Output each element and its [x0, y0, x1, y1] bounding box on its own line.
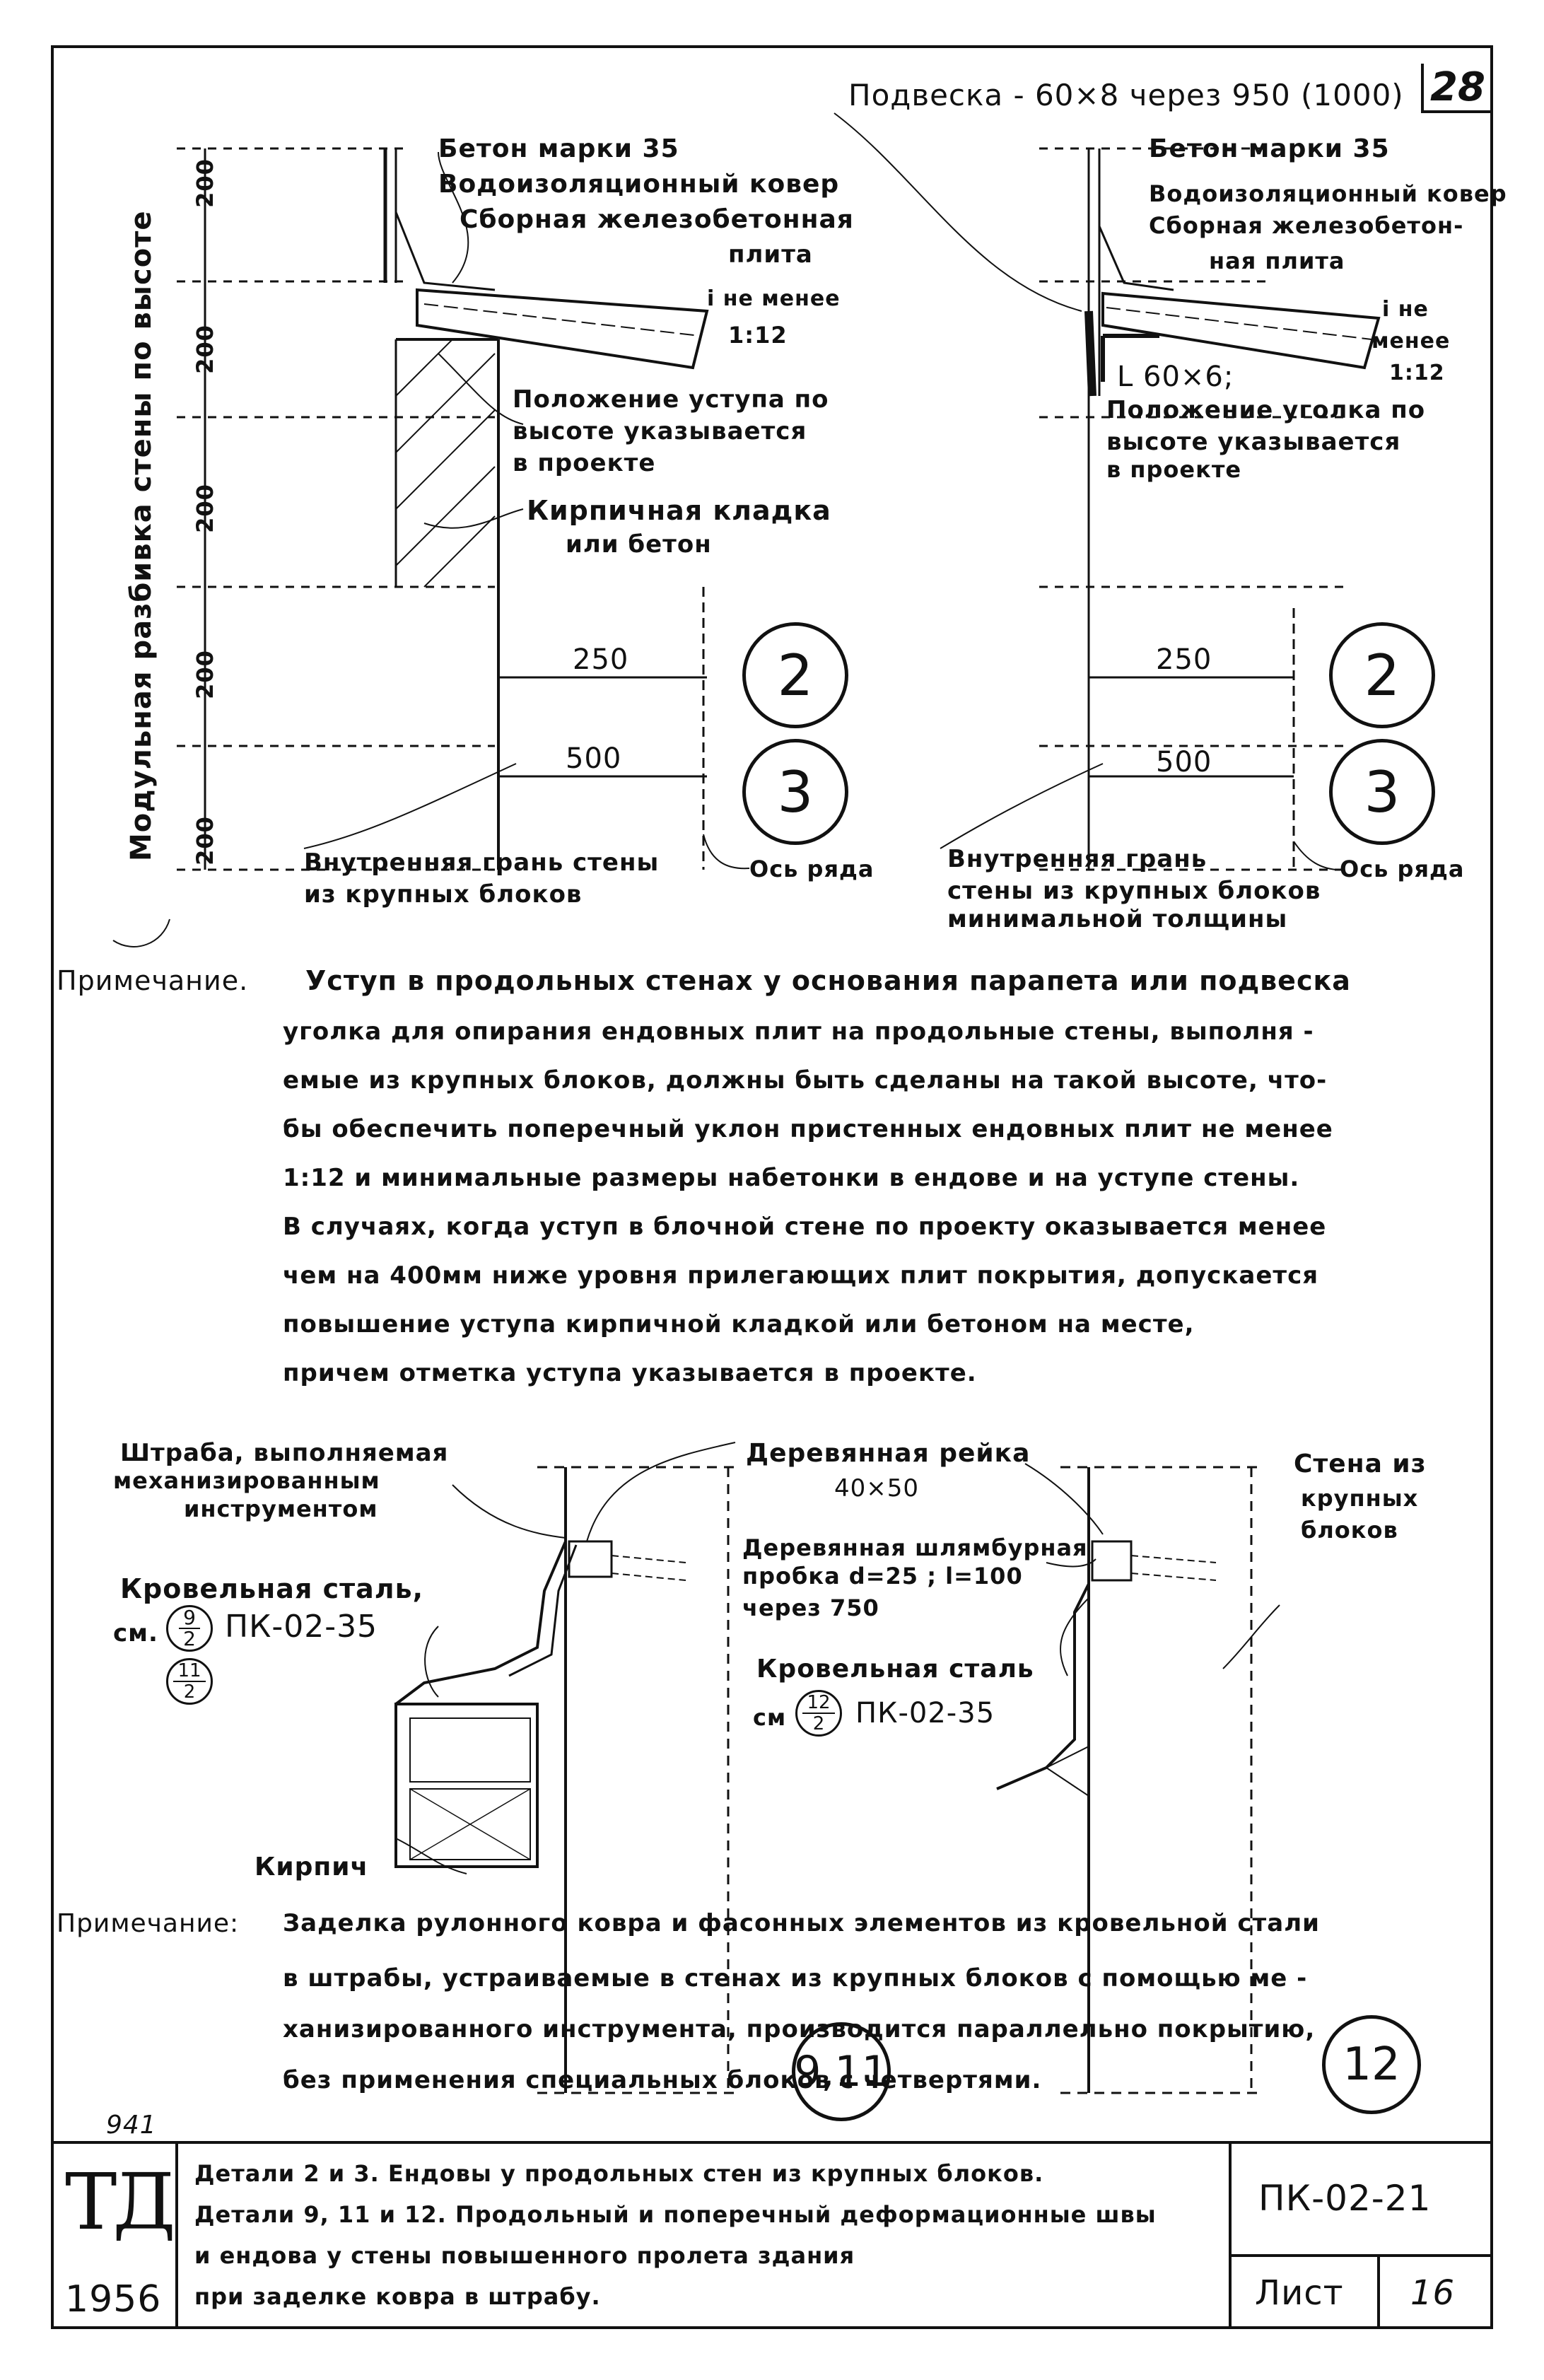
bl-ref-marker-2: 11 2: [166, 1658, 213, 1705]
br-label-batten-1: Деревянная рейка: [746, 1439, 1031, 1468]
tl-label-slope-2: 1:12: [728, 322, 788, 349]
tr-label-slope-3: 1:12: [1389, 361, 1445, 385]
bl-ref-marker-1: 9 2: [166, 1605, 213, 1652]
tr-dim-500: 500: [1156, 746, 1212, 778]
br-ref-code: ПК-02-35: [855, 1697, 995, 1729]
tr-label-inner-face-3: минимальной толщины: [947, 905, 1288, 933]
br-label-wall-2: крупных: [1301, 1485, 1419, 1512]
br-label-batten-2: 40×50: [834, 1474, 920, 1503]
tl-detail-marker-2: 2: [742, 622, 848, 728]
tl-label-ledge-2: высоте указывается: [513, 417, 807, 445]
height-dim-4: 200: [191, 650, 218, 699]
bl-label-steel-1: Кровельная сталь,: [120, 1573, 424, 1604]
note1-heading: Примечание.: [57, 965, 249, 996]
tl-dim-250: 250: [573, 643, 629, 676]
tr-dim-250: 250: [1156, 643, 1212, 676]
tr-label-inner-face-2: стены из крупных блоков: [947, 877, 1321, 905]
br-label-plug-1: Деревянная шлямбурная: [742, 1534, 1088, 1561]
tr-label-concrete: Бетон марки 35: [1149, 134, 1390, 163]
note2-body: в штрабы, устраиваемые в стенах из крупн…: [283, 1964, 1316, 2094]
bl-ref-marker-2-top: 11: [173, 1661, 206, 1682]
drawing-frame: [51, 45, 1493, 2329]
tl-label-concrete: Бетон марки 35: [438, 134, 679, 163]
tl-label-inner-face-2: из крупных блоков: [304, 880, 583, 909]
handwritten-number: 941: [106, 2111, 157, 2140]
bl-ref-marker-2-bottom: 2: [183, 1681, 196, 1703]
br-label-plug-3: через 750: [742, 1594, 879, 1621]
height-dim-5: 200: [191, 816, 218, 865]
tl-label-slope-1: i не менее: [707, 286, 841, 311]
note1-line-1: Уступ в продольных стенах у основания па…: [305, 965, 1351, 996]
tr-label-angle-pos-3: в проекте: [1106, 456, 1242, 483]
tr-label-slab-1: Сборная железобетон-: [1149, 212, 1464, 239]
tl-label-slab-2: плита: [728, 240, 813, 269]
tl-dim-500: 500: [566, 742, 622, 775]
tr-detail-marker-2: 2: [1329, 622, 1435, 728]
tl-label-ledge-1: Положение уступа по: [513, 385, 829, 414]
tr-label-membrane: Водоизоляционный ковер: [1149, 180, 1507, 207]
bl-detail-marker: 9,11: [792, 2022, 891, 2121]
title-block-sheet-value: 16: [1410, 2273, 1456, 2313]
tr-label-angle: L 60×6;: [1117, 361, 1234, 393]
title-block-logo: ТД: [65, 2157, 176, 2247]
bl-label-groove-1: Штраба, выполняемая: [120, 1439, 449, 1467]
tr-detail-marker-3: 3: [1329, 739, 1435, 845]
note2-line-1: Заделка рулонного ковра и фасонных элеме…: [283, 1909, 1320, 1937]
tl-detail-marker-3: 3: [742, 739, 848, 845]
bl-label-brick: Кирпич: [255, 1853, 369, 1882]
br-ref-marker-top: 12: [802, 1693, 835, 1714]
tr-label-slope-2: менее: [1372, 329, 1451, 354]
tl-label-masonry-2: или бетон: [566, 530, 712, 559]
title-block-code: ПК-02-21: [1258, 2178, 1432, 2219]
bl-ref-marker-1-top: 9: [179, 1608, 200, 1629]
br-label-plug-2: пробка d=25 ; l=100: [742, 1563, 1023, 1589]
note2-heading-final: Примечание:: [57, 1909, 240, 1938]
height-dim-2: 200: [191, 325, 218, 374]
title-block-year: 1956: [65, 2278, 162, 2321]
tr-label-slab-2: ная плита: [1209, 247, 1345, 274]
height-dim-1: 200: [191, 158, 218, 208]
br-label-steel-1: Кровельная сталь: [756, 1655, 1034, 1684]
tr-label-angle-pos-2: высоте указывается: [1106, 428, 1401, 456]
br-ref-marker: 12 2: [795, 1690, 842, 1737]
tl-label-membrane: Водоизоляционный ковер: [438, 170, 840, 199]
br-detail-marker: 12: [1322, 2015, 1421, 2114]
title-block-title: Детали 2 и 3. Ендовы у продольных стен и…: [194, 2160, 1157, 2310]
bl-label-groove-3: инструментом: [184, 1495, 378, 1522]
title-block-sheet-label: Лист: [1255, 2273, 1344, 2313]
tl-label-inner-face-1: Внутренняя грань стены: [304, 848, 660, 877]
br-label-steel-ref: см: [753, 1704, 787, 1731]
height-dim-3: 200: [191, 484, 218, 533]
br-label-wall-1: Стена из: [1294, 1449, 1427, 1478]
tr-label-inner-face-1: Внутренняя грань: [947, 845, 1207, 873]
bl-ref-code: ПК-02-35: [225, 1609, 378, 1645]
bl-label-groove-2: механизированным: [113, 1467, 380, 1494]
tr-label-axis: Ось ряда: [1340, 856, 1465, 882]
br-label-wall-3: блоков: [1301, 1517, 1398, 1544]
note1-body: уголка для опирания ендовных плит на про…: [283, 1017, 1333, 1387]
tl-label-ledge-3: в проекте: [513, 449, 656, 477]
modular-axis-label: Модульная разбивка стены по высоте: [125, 210, 158, 861]
tr-label-hanger: Подвеска - 60×8 через 950 (1000): [848, 78, 1404, 112]
tr-label-slope-1: i не: [1382, 297, 1429, 322]
tl-label-masonry-1: Кирпичная кладка: [527, 495, 831, 526]
bl-label-steel-ref: см.: [113, 1619, 158, 1647]
tr-label-angle-pos-1: Положение уголка по: [1106, 396, 1426, 424]
sheet-number: 28: [1421, 64, 1492, 113]
bl-ref-marker-1-bottom: 2: [183, 1627, 196, 1650]
tl-label-slab-1: Сборная железобетонная: [460, 205, 854, 234]
br-ref-marker-bottom: 2: [812, 1713, 825, 1734]
tl-label-axis: Ось ряда: [749, 856, 875, 882]
